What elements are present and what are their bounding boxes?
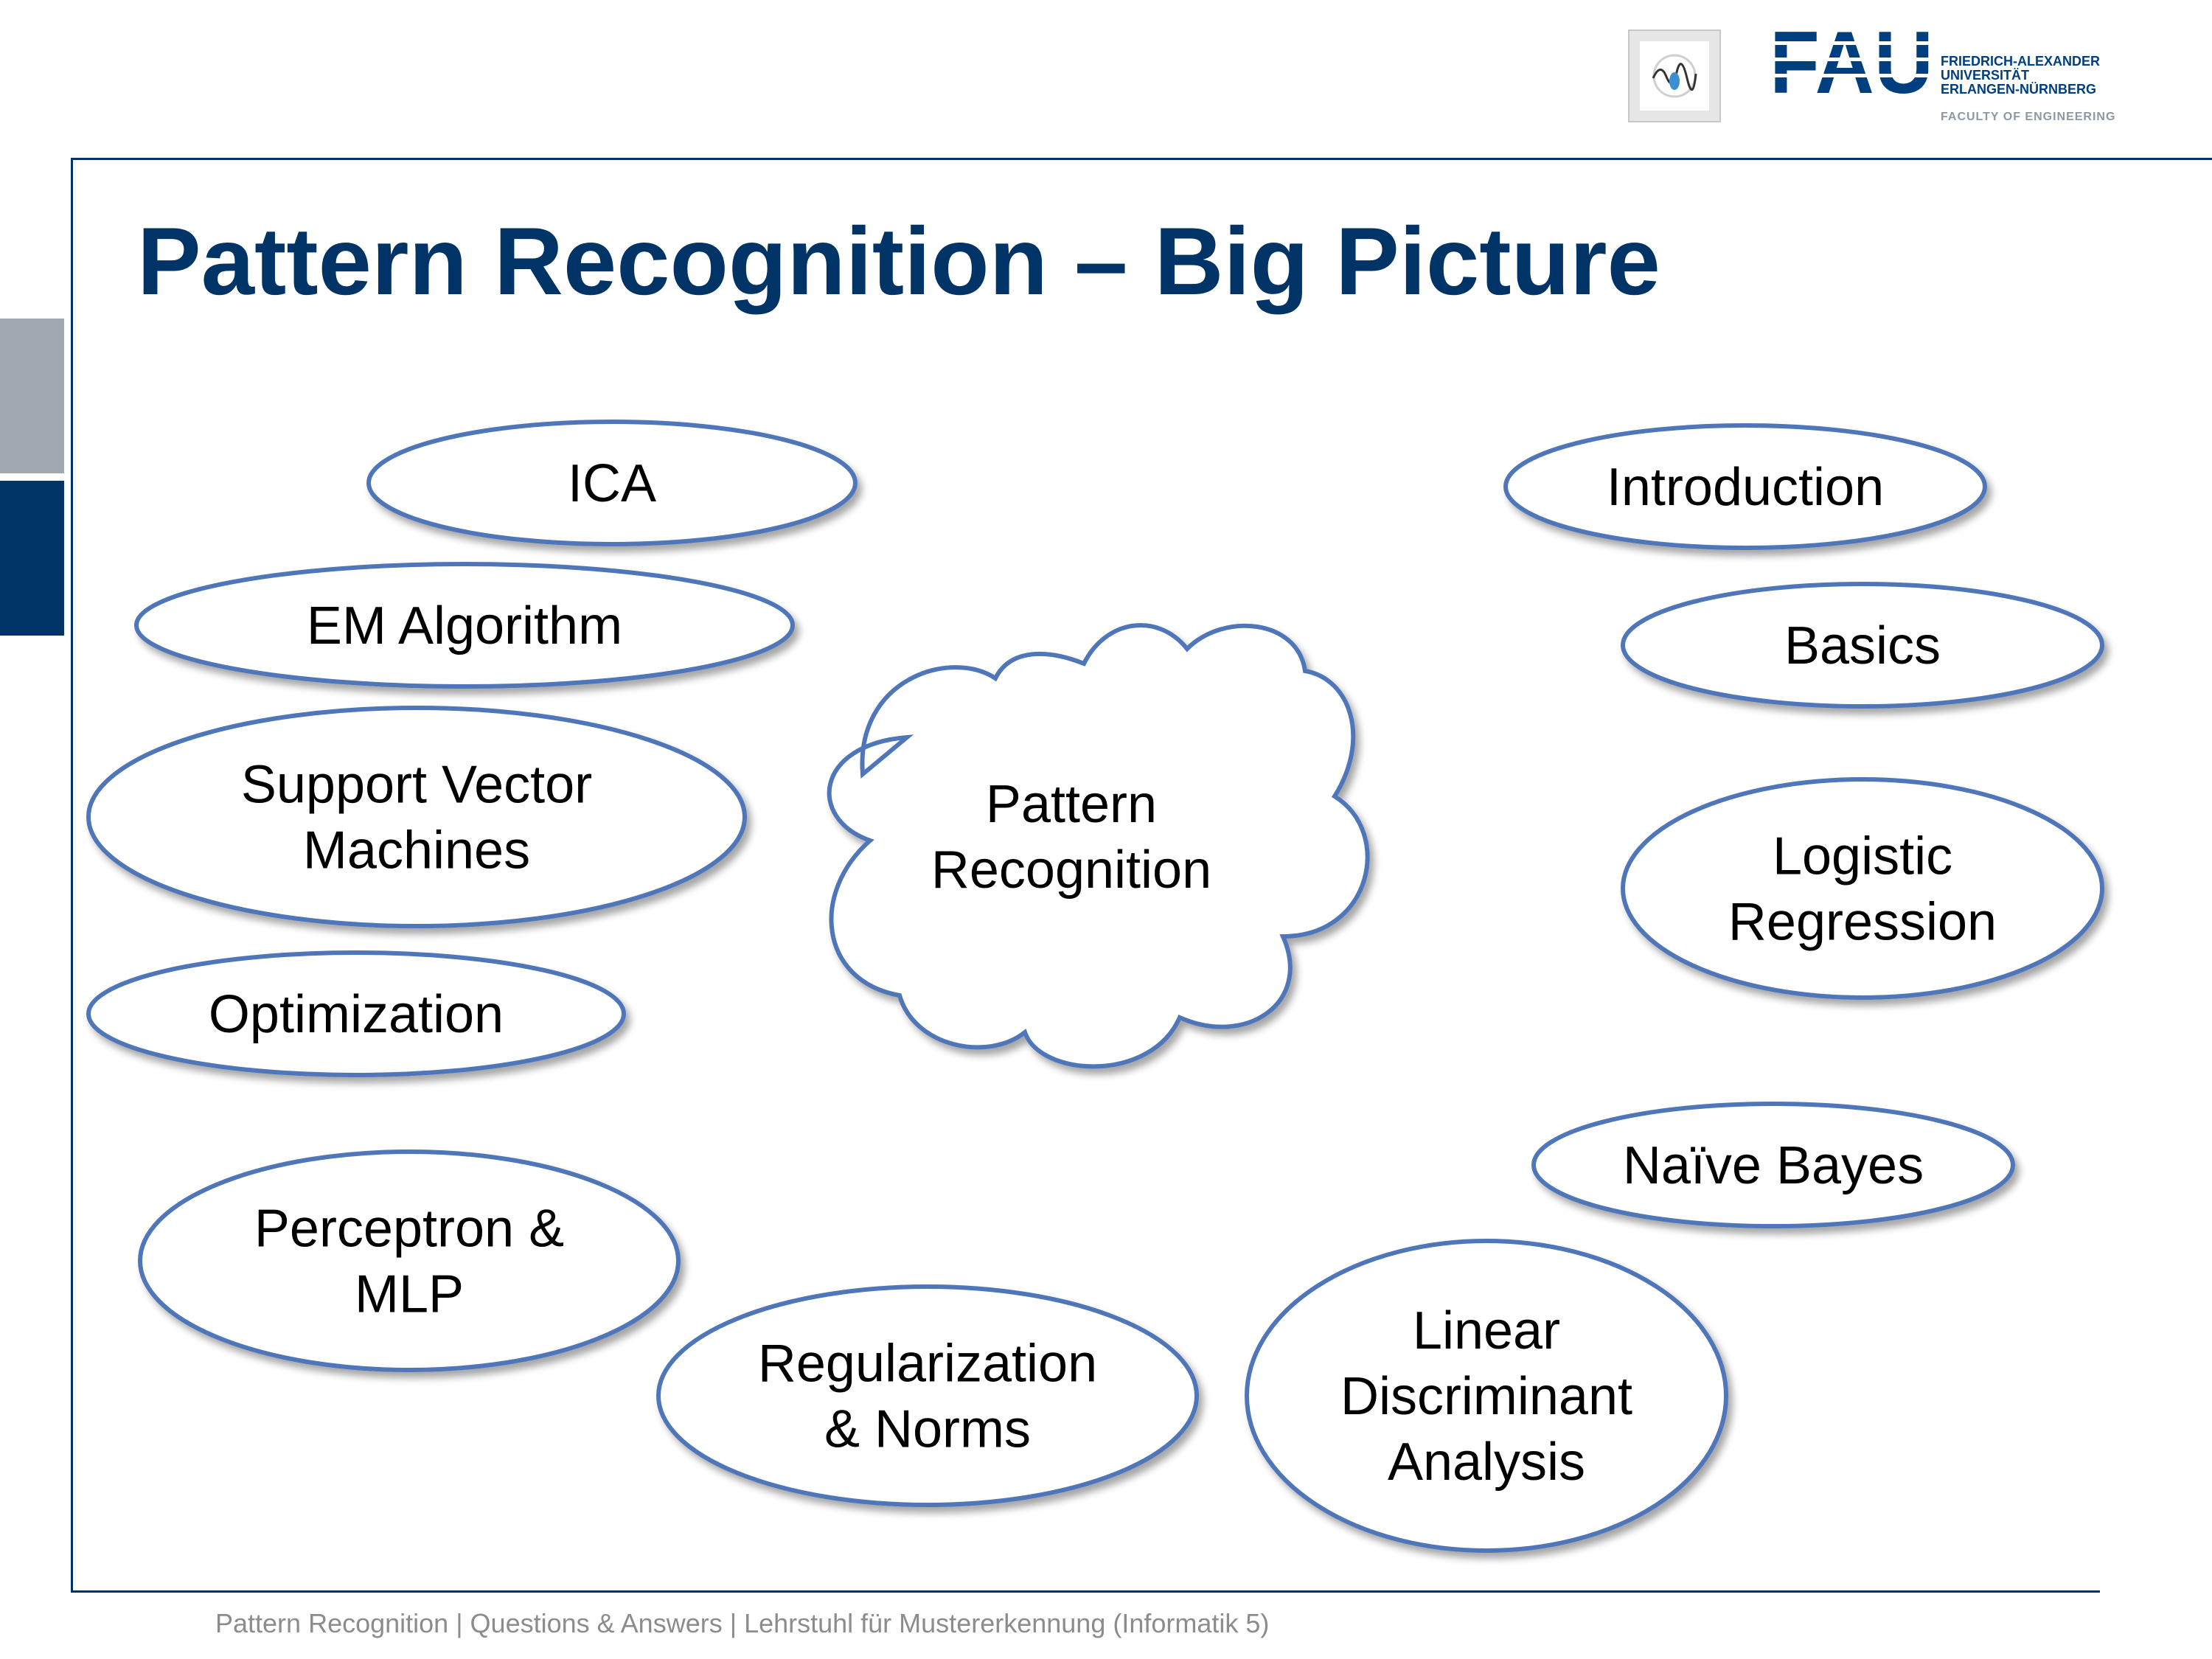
slide-title: Pattern Recognition – Big Picture (137, 207, 1660, 315)
topic-ellipse (1531, 1102, 2015, 1228)
topic-ellipse (1621, 777, 2104, 1000)
faculty-label: FACULTY OF ENGINEERING (1941, 111, 2116, 123)
topic-label-line: Regression (1728, 893, 1997, 952)
topic-label-line: Optimization (209, 985, 504, 1044)
topic-node-introduction: Introduction (1503, 423, 1987, 550)
topic-node-regularization-norms: Regularization & Norms (656, 1284, 1199, 1507)
center-label-line: Recognition (931, 841, 1211, 900)
center-cloud: Pattern Recognition (827, 623, 1370, 1069)
topic-label-line: EM Algorithm (307, 597, 622, 655)
chair-logo-icon (1628, 29, 1721, 122)
topic-node-perceptron-mlp: Perceptron & MLP (138, 1150, 681, 1372)
topic-label-line: MLP (355, 1265, 464, 1324)
topic-node-ica: ICA (366, 420, 858, 546)
fau-name-line: UNIVERSITÄT (1941, 68, 2030, 83)
slide-frame (71, 158, 2212, 1593)
topic-label-line: Analysis (1388, 1433, 1585, 1492)
fau-name: FRIEDRICH-ALEXANDER UNIVERSITÄT ERLANGEN… (1941, 55, 2100, 97)
topic-node-naive-bayes: Naïve Bayes (1531, 1102, 2015, 1228)
side-tab-blue (0, 481, 64, 636)
fau-logo: FAU (1770, 13, 1935, 112)
topic-label-line: Regularization (758, 1335, 1097, 1394)
frame-bottom-line (71, 1590, 2100, 1593)
footer-text: Pattern Recognition | Questions & Answer… (215, 1608, 1270, 1638)
fau-name-line: FRIEDRICH-ALEXANDER (1941, 54, 2100, 69)
topic-label-line: Introduction (1607, 458, 1884, 517)
topic-ellipse (134, 562, 795, 689)
topic-label-line: Machines (303, 821, 530, 880)
topic-node-optimization: Optimization (86, 950, 626, 1077)
topic-ellipse (86, 950, 626, 1077)
topic-label-line: & Norms (824, 1400, 1031, 1459)
topic-label-line: Linear (1413, 1301, 1560, 1360)
center-label-line: Pattern (986, 775, 1157, 834)
topic-ellipse (1621, 582, 2104, 709)
topic-node-basics: Basics (1621, 582, 2104, 709)
fau-name-line: ERLANGEN-NÜRNBERG (1941, 82, 2096, 97)
fau-logo-text: FAU (1770, 25, 1933, 99)
topic-label-line: Logistic (1773, 827, 1952, 886)
topic-label-line: Perceptron & (254, 1200, 564, 1259)
topic-ellipse (656, 1284, 1199, 1507)
topic-ellipse (1245, 1239, 1728, 1553)
topic-node-em-algorithm: EM Algorithm (134, 562, 795, 689)
topic-ellipse (86, 706, 747, 928)
topic-label-line: Naïve Bayes (1623, 1136, 1924, 1195)
topic-label-line: ICA (568, 454, 656, 513)
topic-label-line: Basics (1784, 616, 1941, 675)
topic-ellipse (366, 420, 858, 546)
topic-ellipse (1503, 423, 1987, 550)
topic-ellipse (138, 1150, 681, 1372)
topic-label-line: Support Vector (241, 756, 592, 815)
side-tab-gray (0, 319, 64, 473)
topic-label-line: Discriminant (1340, 1367, 1632, 1426)
